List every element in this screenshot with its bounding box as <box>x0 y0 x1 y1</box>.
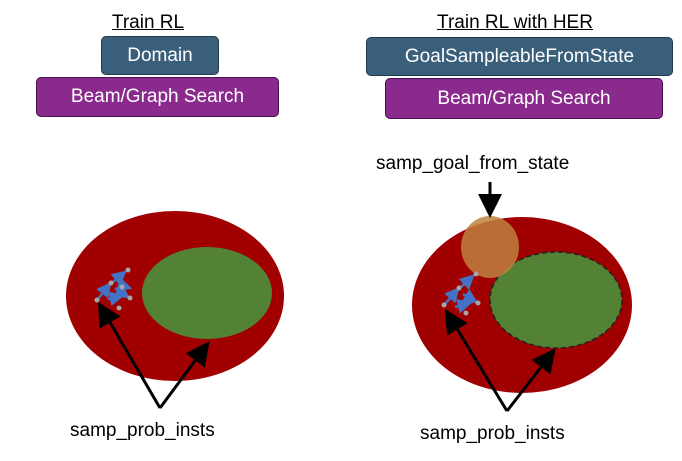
right-trajectory <box>443 274 479 314</box>
domain-box: Domain <box>101 36 219 75</box>
left-search-box: Beam/Graph Search <box>36 77 279 117</box>
left-sample-arrows <box>97 301 210 409</box>
left-goal-region <box>142 247 272 339</box>
goal-sampler-label: samp_goal_from_state <box>376 153 570 174</box>
right-goal-region <box>489 251 623 349</box>
left-heading: Train RL <box>111 12 185 33</box>
right-heading: Train RL with HER <box>437 12 593 33</box>
left-sample-label: samp_prob_insts <box>70 420 215 441</box>
goal-sampleable-box: GoalSampleableFromState <box>366 37 673 76</box>
sampled-goal-region <box>461 216 519 278</box>
right-sample-label: samp_prob_insts <box>420 423 565 444</box>
right-search-box: Beam/Graph Search <box>385 78 663 119</box>
right-sample-arrows <box>444 308 556 412</box>
